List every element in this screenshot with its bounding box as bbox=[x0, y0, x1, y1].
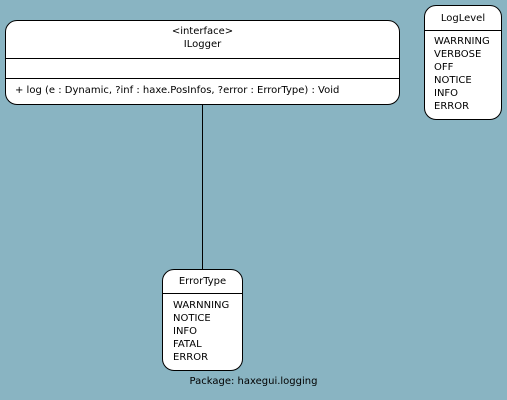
package-label: Package: haxegui.logging bbox=[189, 376, 318, 387]
enum-value: WARRNING bbox=[434, 36, 490, 47]
values-section-loglevel: WARRNING VERBOSE OFF NOTICE INFO ERROR bbox=[425, 31, 501, 113]
class-box-loglevel[interactable]: LogLevel WARRNING VERBOSE OFF NOTICE INF… bbox=[424, 5, 502, 120]
enum-value: WARNNING bbox=[173, 300, 230, 311]
enum-value: ERROR bbox=[173, 352, 209, 363]
enum-value: NOTICE bbox=[173, 313, 211, 324]
operation-log: + log (e : Dynamic, ?inf : haxe.PosInfos… bbox=[15, 85, 340, 96]
class-name-errortype: ErrorType bbox=[178, 276, 227, 287]
class-box-errortype[interactable]: ErrorType WARNNING NOTICE INFO FATAL ERR… bbox=[162, 269, 243, 371]
enum-value: FATAL bbox=[173, 339, 202, 350]
association-line bbox=[202, 104, 203, 270]
values-section-errortype: WARNNING NOTICE INFO FATAL ERROR bbox=[163, 294, 242, 364]
enum-value: ERROR bbox=[434, 101, 470, 112]
class-header-ilogger: <interface> ILogger bbox=[6, 21, 399, 59]
enum-value: NOTICE bbox=[434, 75, 472, 86]
enum-value: INFO bbox=[173, 326, 198, 337]
class-name-ilogger: ILogger bbox=[183, 39, 222, 50]
class-name-loglevel: LogLevel bbox=[440, 13, 486, 24]
attributes-section-ilogger bbox=[6, 59, 399, 79]
enum-value: VERBOSE bbox=[434, 49, 482, 60]
class-header-loglevel: LogLevel bbox=[425, 6, 501, 31]
class-header-errortype: ErrorType bbox=[163, 270, 242, 294]
operations-section-ilogger: + log (e : Dynamic, ?inf : haxe.PosInfos… bbox=[6, 79, 399, 97]
enum-value: INFO bbox=[434, 88, 459, 99]
enum-value: OFF bbox=[434, 62, 454, 73]
stereotype-label: <interface> bbox=[171, 26, 234, 37]
class-box-ilogger[interactable]: <interface> ILogger + log (e : Dynamic, … bbox=[5, 20, 400, 105]
